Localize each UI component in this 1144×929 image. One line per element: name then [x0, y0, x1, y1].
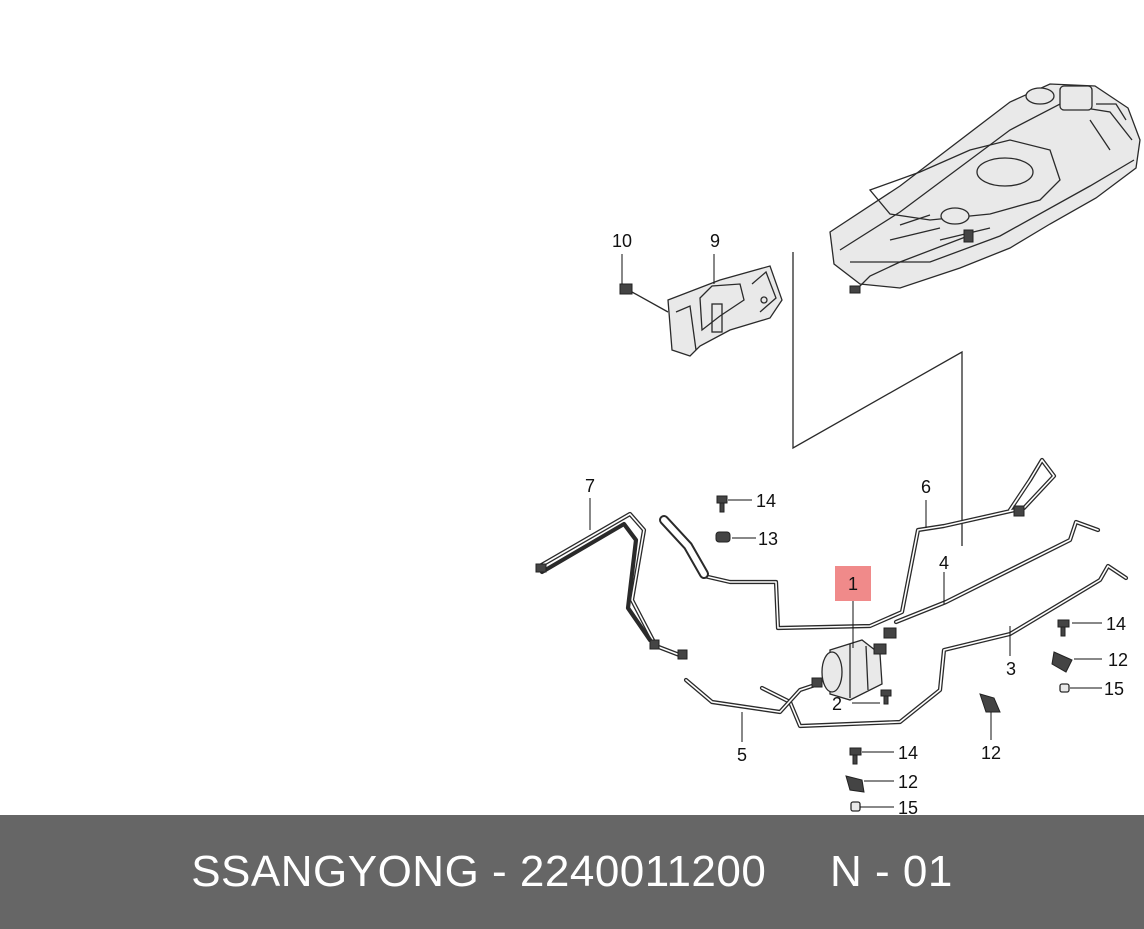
- pipe-6: [659, 457, 1057, 631]
- screw-14-top: [716, 495, 728, 513]
- clip-12-right: [1051, 651, 1073, 673]
- fuel-filter-canister: [821, 627, 897, 701]
- fuel-tank: [829, 83, 1141, 294]
- part-1-highlight: [835, 566, 871, 601]
- callout-14-top: 14: [756, 491, 776, 511]
- clip-13: [715, 531, 731, 543]
- footer-bar: SSANGYONG - 2240011200 N - 01: [0, 815, 1144, 929]
- callout-14-bottom: 14: [898, 743, 918, 763]
- grommet-15-right: [1059, 683, 1070, 693]
- callout-12-middle: 12: [981, 743, 1001, 763]
- grommet-15-bottom: [850, 801, 861, 812]
- clip-12-bottom: [845, 775, 865, 793]
- callout-14-right: 14: [1106, 614, 1126, 634]
- callout-3: 3: [1006, 659, 1016, 679]
- pipe-4: [893, 519, 1101, 625]
- footer-part-number: SSANGYONG - 2240011200 N - 01: [191, 847, 953, 896]
- callout-4: 4: [939, 553, 949, 573]
- callout-labels: 10 9 7 6 4 1 14 13 14 12 15 3 2 5 12 14 …: [585, 231, 1128, 815]
- canister-bracket: [667, 265, 783, 357]
- callout-6: 6: [921, 477, 931, 497]
- screw-14-bottom: [849, 747, 862, 765]
- pipe-3: [759, 563, 1129, 729]
- callout-10: 10: [612, 231, 632, 251]
- bolt-2: [880, 689, 892, 705]
- leader-lines: [589, 254, 1102, 808]
- bolt-10: [619, 283, 669, 313]
- callout-2: 2: [832, 694, 842, 714]
- screw-14-right: [1057, 619, 1070, 637]
- callout-12-right: 12: [1108, 650, 1128, 670]
- callout-9: 9: [710, 231, 720, 251]
- callout-7: 7: [585, 476, 595, 496]
- callout-13: 13: [758, 529, 778, 549]
- callout-15-right: 15: [1104, 679, 1124, 699]
- clip-12-middle: [979, 693, 1001, 713]
- pipe-5: [683, 677, 823, 715]
- callout-15-bottom: 15: [898, 798, 918, 815]
- pipe-7: [535, 511, 688, 660]
- callout-12-bottom: 12: [898, 772, 918, 792]
- callout-5: 5: [737, 745, 747, 765]
- parts-diagram: 10 9 7 6 4 1 14 13 14 12 15 3 2 5 12 14 …: [535, 83, 1141, 815]
- callout-1: 1: [848, 574, 858, 594]
